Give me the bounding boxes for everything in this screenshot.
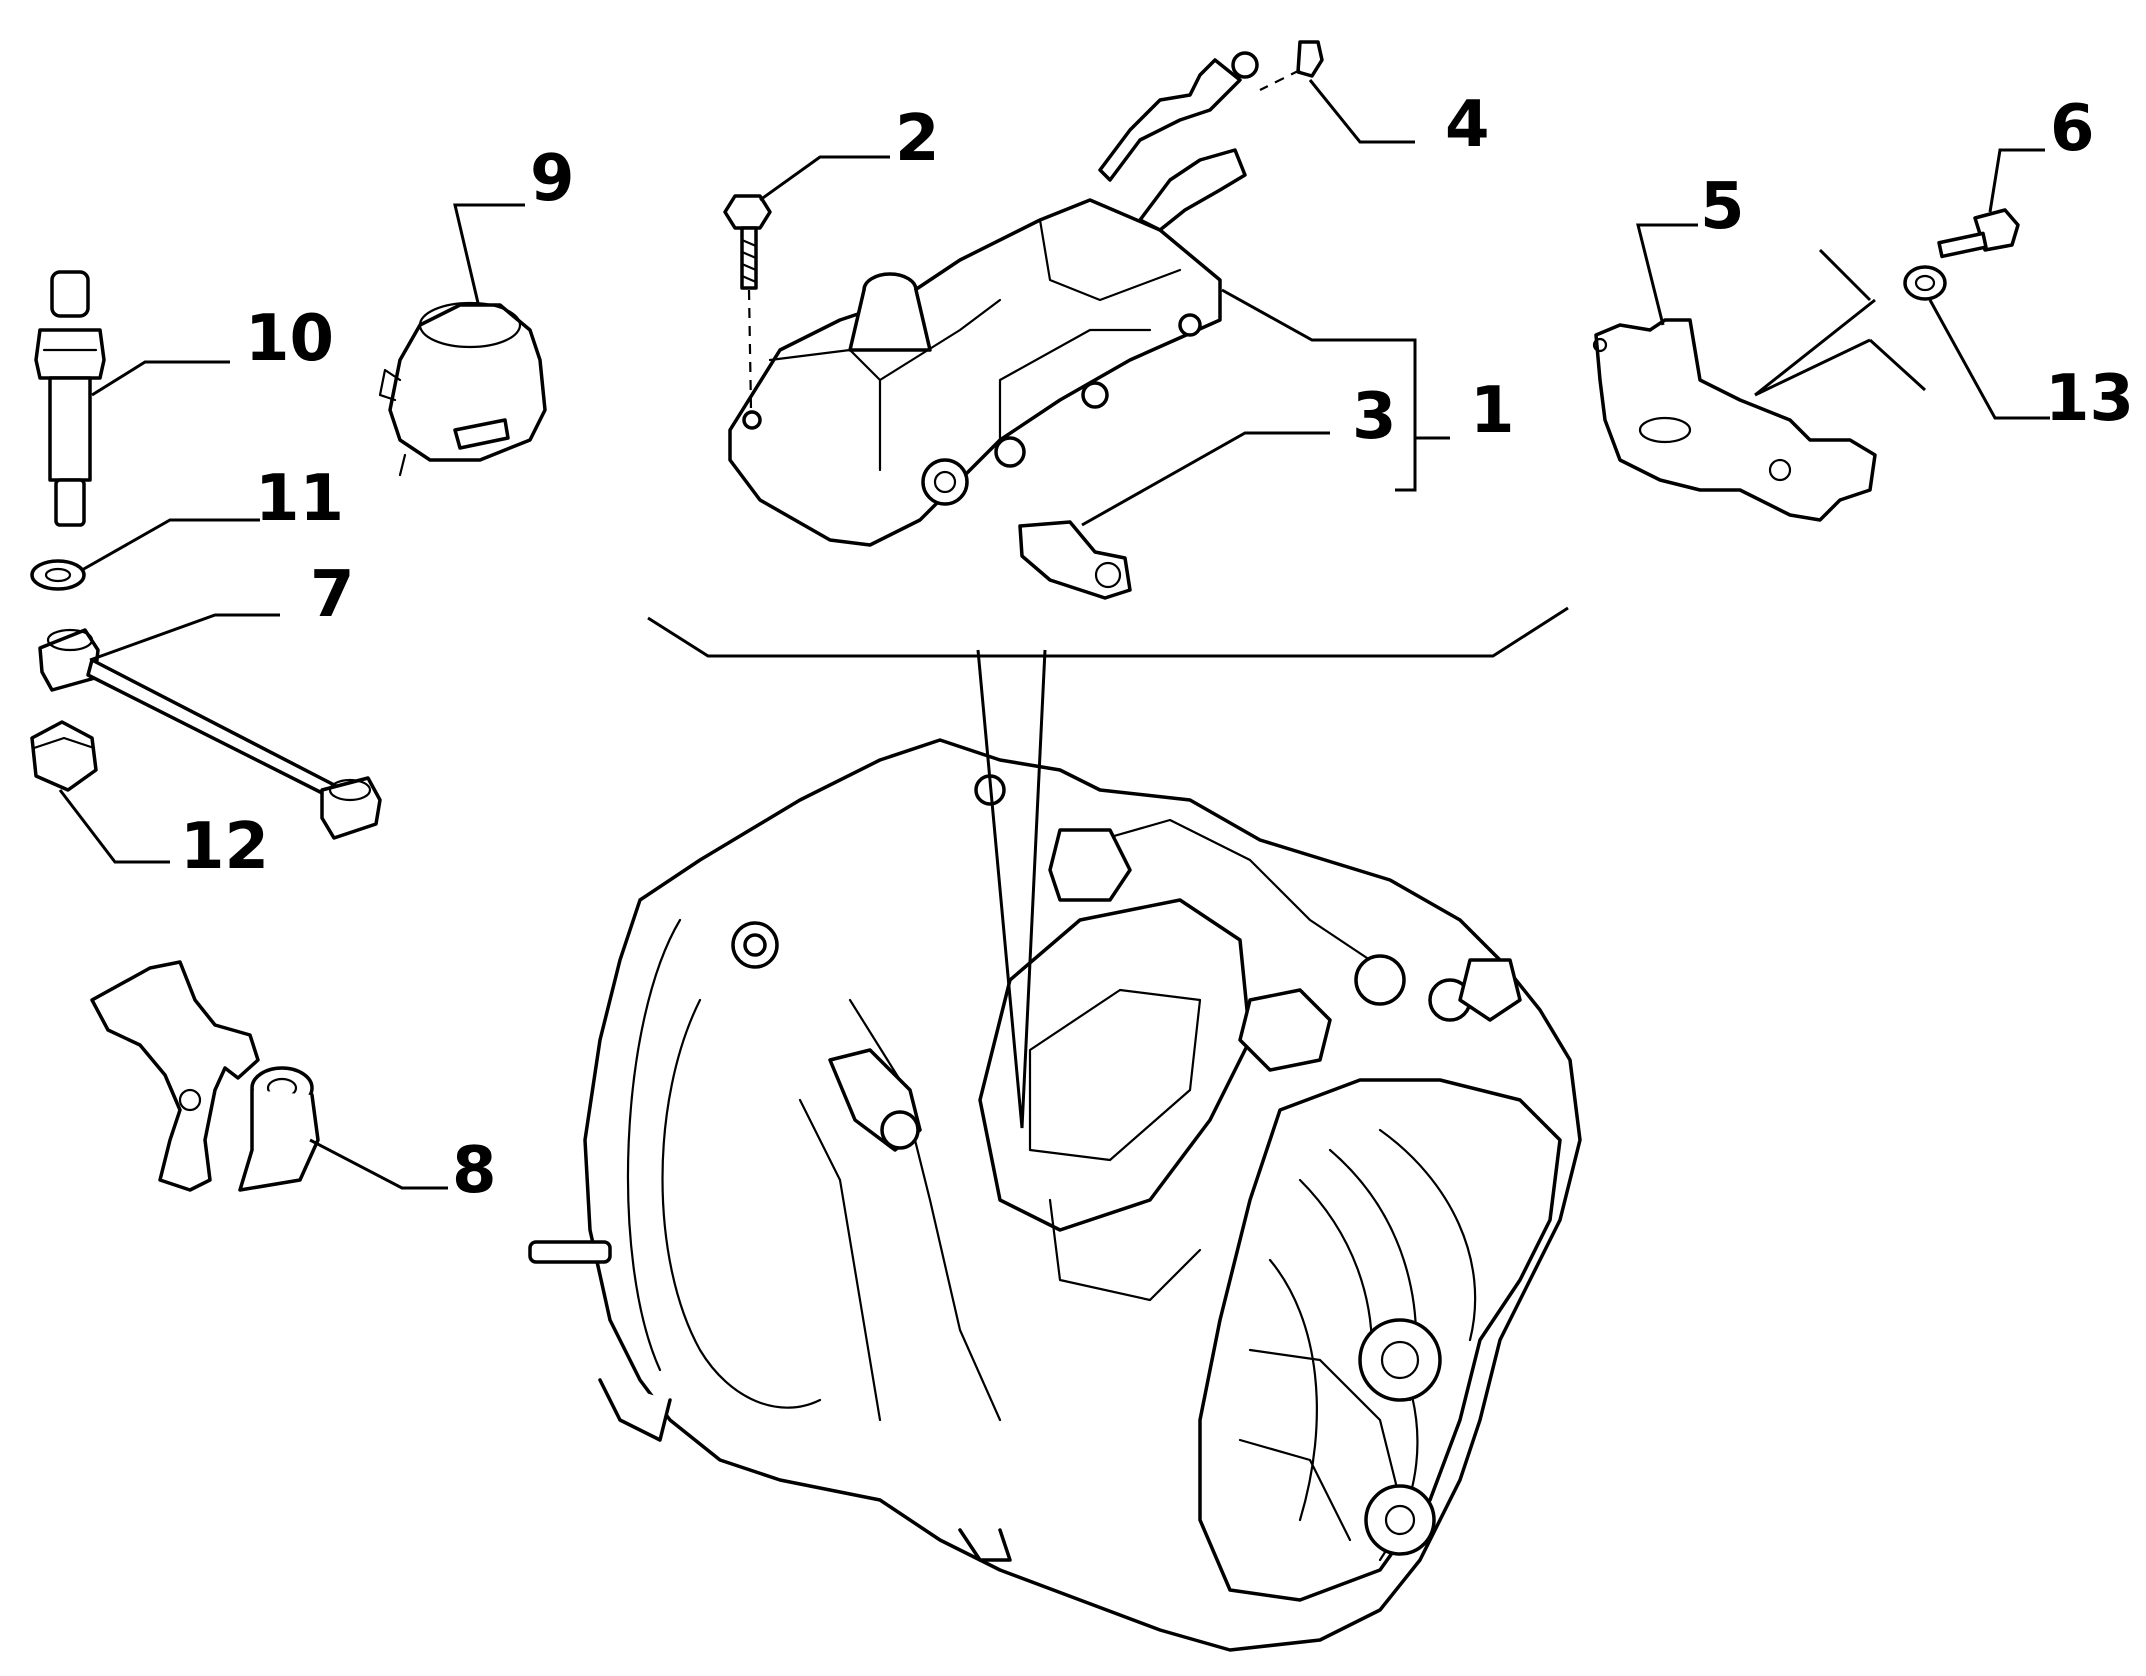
callout-7: 7	[310, 558, 355, 632]
leader-lines	[58, 79, 2050, 1190]
gearbox-icon	[528, 738, 1582, 1652]
callout-5: 5	[1700, 170, 1745, 244]
pin-screw-icon	[1259, 40, 1324, 91]
detail-frame	[647, 606, 1569, 658]
callout-10: 10	[245, 302, 334, 376]
link-rod-icon	[38, 628, 382, 840]
callout-12: 12	[180, 810, 269, 884]
stud-icon	[34, 270, 106, 527]
bolt-icon	[723, 194, 772, 411]
nut-icon	[30, 720, 98, 792]
bracket-icon	[1592, 318, 1877, 522]
callout-4: 4	[1445, 88, 1490, 162]
callout-8: 8	[452, 1134, 497, 1208]
actuator-housing-icon	[728, 51, 1259, 547]
small-bolt-icon	[1937, 208, 2020, 259]
callout-2: 2	[895, 102, 940, 176]
callout-3: 3	[1352, 380, 1397, 454]
callout-13: 13	[2045, 362, 2134, 436]
callout-1: 1	[1470, 374, 1515, 448]
washer-icon	[1903, 265, 1947, 301]
sensor-icon	[1018, 520, 1132, 600]
lever-icon	[90, 960, 320, 1192]
cap-icon	[378, 301, 547, 477]
washer-icon-11	[30, 559, 86, 591]
callout-6: 6	[2050, 92, 2095, 166]
callout-11: 11	[255, 462, 344, 536]
detail-pointer	[976, 649, 1047, 1129]
callout-9: 9	[530, 142, 575, 216]
